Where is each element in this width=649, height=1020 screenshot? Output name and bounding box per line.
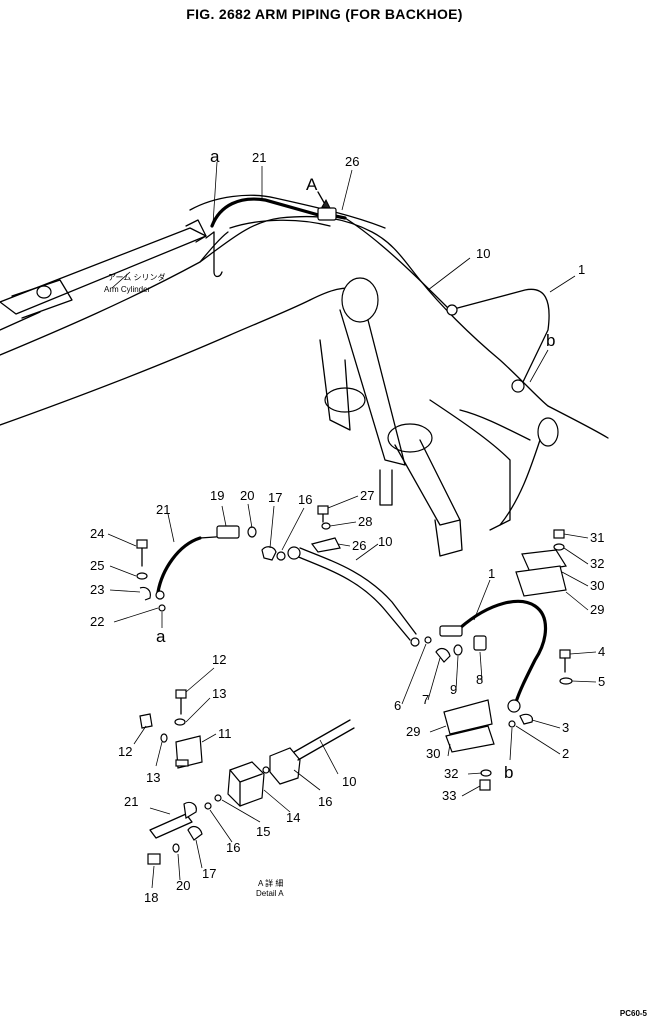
callout-21: 21 bbox=[252, 150, 266, 165]
callout-10: 10 bbox=[476, 246, 490, 261]
fittings-left bbox=[136, 539, 166, 612]
clamp-upper bbox=[515, 529, 567, 597]
clamp-lower bbox=[443, 699, 495, 791]
callout-A: A bbox=[306, 175, 318, 194]
callout-b: b bbox=[504, 763, 513, 782]
callout-21: 21 bbox=[156, 502, 170, 517]
callout-19: 19 bbox=[210, 488, 224, 503]
hose-1 bbox=[458, 599, 548, 704]
pipe-21-detail bbox=[149, 813, 193, 839]
detail-a-view: 12 13 11 12 13 10 16 14 15 16 21 17 20 1… bbox=[118, 652, 356, 905]
callout-13-top: 13 bbox=[212, 686, 226, 701]
callout-16: 16 bbox=[298, 492, 312, 507]
exploded-leaders bbox=[107, 495, 597, 797]
arm-piping bbox=[205, 197, 550, 393]
hose-21 bbox=[156, 536, 202, 594]
callout-10: 10 bbox=[342, 774, 356, 789]
callout-30: 30 bbox=[590, 578, 604, 593]
callout-22: 22 bbox=[90, 614, 104, 629]
exploded-view: 19 20 17 16 27 28 26 10 21 24 25 23 22 a… bbox=[90, 488, 605, 803]
callout-11: 11 bbox=[218, 726, 232, 741]
detail-caption-en: Detail A bbox=[256, 889, 284, 898]
detail-caption-jp: A 詳 細 bbox=[258, 878, 283, 888]
callout-17: 17 bbox=[202, 866, 216, 881]
callout-20: 20 bbox=[240, 488, 254, 503]
callout-26: 26 bbox=[345, 154, 359, 169]
callout-16-left: 16 bbox=[226, 840, 240, 855]
callout-12-top: 12 bbox=[212, 652, 226, 667]
page-code: PC60-5 bbox=[619, 1009, 647, 1018]
callout-26: 26 bbox=[352, 538, 366, 553]
callout-1: 1 bbox=[578, 262, 585, 277]
figure-title: FIG. 2682 ARM PIPING (FOR BACKHOE) bbox=[186, 6, 463, 22]
exploded-labels: 19 20 17 16 27 28 26 10 21 24 25 23 22 a… bbox=[90, 488, 605, 803]
callout-4: 4 bbox=[598, 644, 605, 659]
callout-2: 2 bbox=[562, 746, 569, 761]
callout-18: 18 bbox=[144, 890, 158, 905]
callout-16-right: 16 bbox=[318, 794, 332, 809]
callout-33: 33 bbox=[442, 788, 456, 803]
fittings-upper bbox=[216, 505, 341, 561]
callout-25: 25 bbox=[90, 558, 104, 573]
assembly-view: a 21 26 A 10 1 b アーム シリンダ Arm Cylinder bbox=[0, 147, 609, 557]
callout-32-lower: 32 bbox=[444, 766, 458, 781]
callout-30-lower: 30 bbox=[426, 746, 440, 761]
callout-8: 8 bbox=[476, 672, 483, 687]
arm-cylinder bbox=[0, 219, 207, 331]
callout-1: 1 bbox=[488, 566, 495, 581]
pipe-10 bbox=[295, 555, 411, 641]
assembly-labels: a 21 26 A 10 1 b アーム シリンダ Arm Cylinder bbox=[104, 147, 585, 350]
assembly-leaders bbox=[111, 161, 576, 383]
callout-29-lower: 29 bbox=[406, 724, 420, 739]
callout-15: 15 bbox=[256, 824, 270, 839]
callout-b: b bbox=[546, 331, 555, 350]
callout-17: 17 bbox=[268, 490, 282, 505]
callout-24: 24 bbox=[90, 526, 104, 541]
detail-labels: 12 13 11 12 13 10 16 14 15 16 21 17 20 1… bbox=[118, 652, 356, 905]
block-14 bbox=[227, 761, 265, 807]
callout-32: 32 bbox=[590, 556, 604, 571]
callout-6: 6 bbox=[394, 698, 401, 713]
callout-13-left: 13 bbox=[146, 770, 160, 785]
callout-10: 10 bbox=[378, 534, 392, 549]
callout-29: 29 bbox=[590, 602, 604, 617]
fittings-right bbox=[508, 649, 573, 728]
callout-3: 3 bbox=[562, 720, 569, 735]
callout-a: a bbox=[210, 147, 220, 166]
fittings-mid bbox=[424, 635, 487, 663]
callout-9: 9 bbox=[450, 682, 457, 697]
arm-cylinder-label-jp: アーム シリンダ bbox=[108, 272, 166, 282]
callout-23: 23 bbox=[90, 582, 104, 597]
callout-21: 21 bbox=[124, 794, 138, 809]
callout-a: a bbox=[156, 627, 166, 646]
callout-20: 20 bbox=[176, 878, 190, 893]
arm-body bbox=[0, 194, 609, 557]
callout-5: 5 bbox=[598, 674, 605, 689]
callout-27: 27 bbox=[360, 488, 374, 503]
detail-leaders bbox=[133, 667, 339, 889]
callout-31: 31 bbox=[590, 530, 604, 545]
arm-cylinder-label-en: Arm Cylinder bbox=[104, 285, 151, 294]
callout-14: 14 bbox=[286, 810, 300, 825]
callout-7: 7 bbox=[422, 692, 429, 707]
callout-28: 28 bbox=[358, 514, 372, 529]
callout-12-left: 12 bbox=[118, 744, 132, 759]
